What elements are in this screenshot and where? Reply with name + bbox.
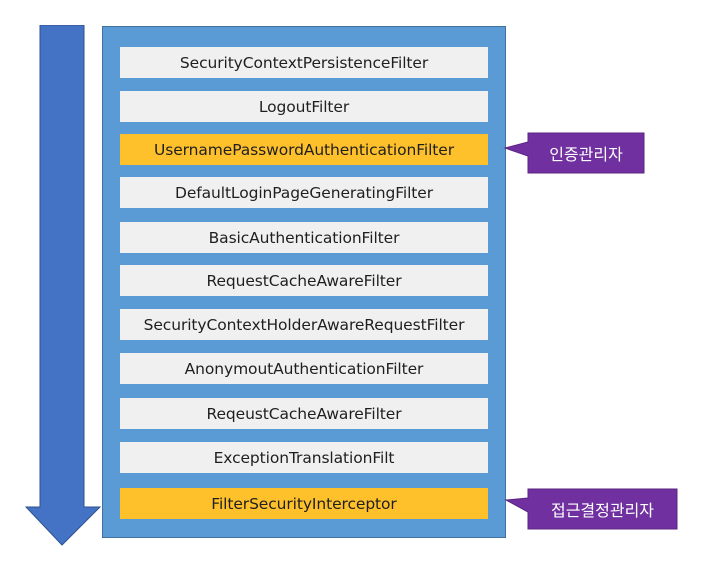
filter-security-context-persistence: SecurityContextPersistenceFilter bbox=[120, 47, 488, 78]
filter-basic-authentication: BasicAuthenticationFilter bbox=[120, 222, 488, 253]
authentication-manager-label: 인증관리자 bbox=[549, 145, 623, 164]
filter-security-context-holder-aware-request: SecurityContextHolderAwareRequestFilter bbox=[120, 309, 488, 340]
filter-security-interceptor: FilterSecurityInterceptor bbox=[120, 488, 488, 519]
filter-reqeust-cache-aware: ReqeustCacheAwareFilter bbox=[120, 398, 488, 429]
filter-default-login-page-generating: DefaultLoginPageGeneratingFilter bbox=[120, 177, 488, 208]
filter-username-password-authentication: UsernamePasswordAuthenticationFilter bbox=[120, 134, 488, 165]
filter-exception-translation: ExceptionTranslationFilt bbox=[120, 442, 488, 473]
callout-shape bbox=[503, 132, 645, 174]
flow-direction-arrow-icon bbox=[25, 25, 101, 546]
access-decision-manager-callout: 접근결정관리자 bbox=[500, 488, 685, 532]
callout-shape bbox=[504, 488, 678, 530]
security-filter-chain: SecurityContextPersistenceFilter LogoutF… bbox=[102, 26, 506, 538]
filter-logout: LogoutFilter bbox=[120, 91, 488, 122]
filter-anonymous-authentication: AnonymoutAuthenticationFilter bbox=[120, 353, 488, 384]
filter-request-cache-aware: RequestCacheAwareFilter bbox=[120, 265, 488, 296]
access-decision-manager-label: 접근결정관리자 bbox=[550, 501, 655, 520]
authentication-manager-callout: 인증관리자 bbox=[500, 132, 650, 176]
